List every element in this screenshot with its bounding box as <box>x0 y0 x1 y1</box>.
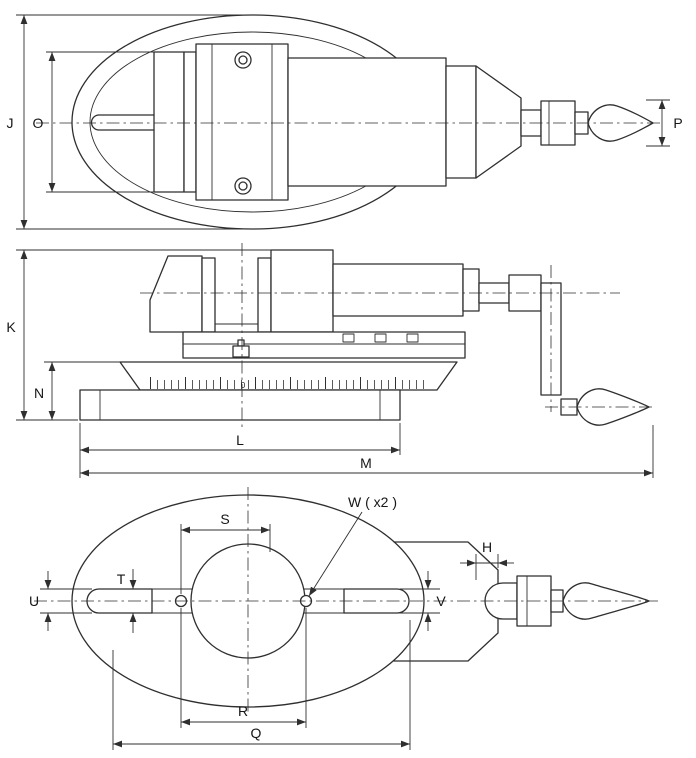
side-view-vise <box>149 249 542 333</box>
dim-V: V <box>400 571 446 631</box>
jaw-bolt-bottom <box>234 177 252 195</box>
top-view: J O P <box>7 14 683 230</box>
dim-R: R <box>180 608 307 728</box>
dim-label-M: M <box>360 455 372 471</box>
dim-label-S: S <box>220 511 229 527</box>
dim-L: L <box>79 423 401 478</box>
side-view: 0 K N L M <box>6 243 656 478</box>
top-view-vise-body <box>90 43 522 201</box>
dim-H: H <box>460 539 514 580</box>
dim-N: N <box>34 361 120 420</box>
dim-label-V: V <box>436 593 446 609</box>
dim-O: O <box>33 51 154 193</box>
dim-M: M <box>80 425 654 478</box>
dim-label-O: O <box>33 115 44 131</box>
bottom-base-plate <box>79 389 401 421</box>
dim-S: S <box>180 511 271 594</box>
dim-label-U: U <box>29 593 39 609</box>
clamp-nut <box>232 345 250 358</box>
dim-label-N: N <box>34 385 44 401</box>
dim-label-K: K <box>6 319 16 335</box>
dim-label-Q: Q <box>251 725 262 741</box>
base-slot-top-view <box>90 114 155 131</box>
handle-ball-top-view <box>587 104 654 142</box>
dim-label-T: T <box>117 571 126 587</box>
dim-label-W: W ( x2 ) <box>348 494 397 510</box>
swivel-scale-ticks <box>150 377 428 389</box>
side-view-base: 0 <box>79 331 466 421</box>
dim-K: K <box>6 249 271 421</box>
dim-label-J: J <box>7 115 14 131</box>
swivel-scale-zero: 0 <box>241 381 246 390</box>
dim-T: T <box>117 569 137 633</box>
dim-label-H: H <box>482 539 492 555</box>
dim-W: W ( x2 ) <box>308 494 397 597</box>
dim-label-R: R <box>238 703 248 719</box>
bottom-view: S W ( x2 ) H U T <box>29 487 658 750</box>
dim-J: J <box>7 14 252 230</box>
side-view-crank-handle <box>540 282 650 426</box>
dim-label-P: P <box>673 115 682 131</box>
dim-Q: Q <box>112 620 411 750</box>
jaw-bolt-top <box>234 51 252 69</box>
dim-U: U <box>29 571 92 631</box>
dim-P: P <box>646 99 683 147</box>
dim-label-L: L <box>236 432 244 448</box>
